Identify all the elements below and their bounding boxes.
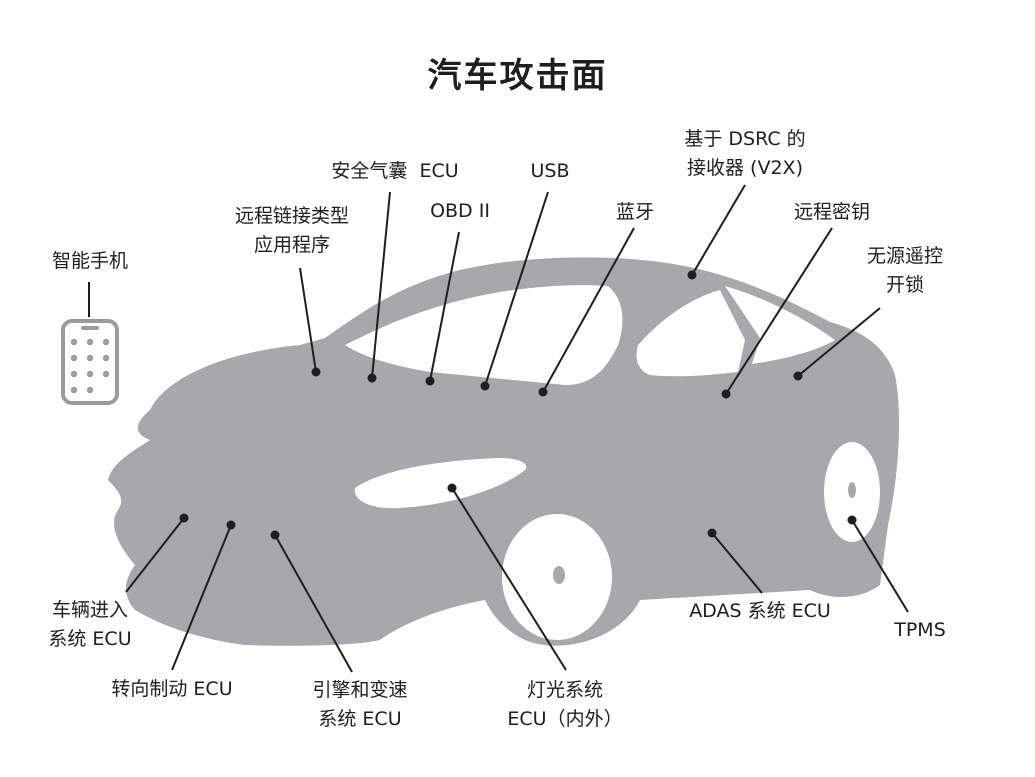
leader-tpms: [851, 519, 909, 613]
label-obd: OBD II: [430, 200, 490, 222]
leader-vehicle-entry: [125, 517, 185, 593]
smartphone-icon: [61, 319, 119, 405]
leader-remote-key: [725, 227, 833, 395]
leader-obd: [429, 231, 460, 382]
leader-airbag-ecu: [371, 191, 391, 379]
leader-steering-brake: [171, 524, 232, 671]
leader-lighting: [451, 487, 567, 671]
point-steering-brake: [226, 520, 236, 530]
point-airbag-ecu: [367, 373, 377, 383]
rear-wheel-hub: [848, 482, 856, 498]
leader-keyless: [797, 307, 881, 377]
leader-adas: [711, 532, 763, 594]
label-dsrc: 基于 DSRC 的 接收器 (V2X): [684, 128, 806, 179]
point-lighting: [447, 483, 457, 493]
point-adas: [707, 528, 717, 538]
page-title: 汽车攻击面: [427, 56, 608, 96]
leader-remote-link-app: [299, 267, 317, 373]
point-engine-trans: [270, 530, 280, 540]
label-adas: ADAS 系统 ECU: [689, 600, 831, 622]
car-side-intake: [354, 458, 527, 509]
leader-bluetooth: [542, 227, 635, 393]
point-obd: [425, 376, 435, 386]
point-vehicle-entry: [179, 513, 189, 523]
label-usb: USB: [530, 160, 570, 182]
point-dsrc: [687, 270, 697, 280]
label-bluetooth: 蓝牙: [615, 201, 654, 223]
point-usb: [480, 381, 490, 391]
car-silhouette-icon: [108, 257, 900, 646]
label-keyless: 无源遥控 开锁: [866, 245, 943, 296]
label-vehicle-entry: 车辆进入 系统 ECU: [48, 599, 132, 650]
label-remote-link-app: 远程链接类型 应用程序: [234, 205, 349, 256]
point-remote-key: [721, 389, 731, 399]
point-keyless: [793, 371, 803, 381]
car-front-window: [345, 285, 623, 385]
car-rear-window: [636, 290, 745, 377]
front-wheel-hub: [553, 566, 565, 584]
point-bluetooth: [538, 387, 548, 397]
label-tpms: TPMS: [894, 619, 946, 641]
label-airbag-ecu: 安全气囊 ECU: [331, 160, 459, 182]
label-steering-brake: 转向制动 ECU: [111, 678, 233, 700]
leader-engine-trans: [274, 534, 353, 673]
point-remote-link-app: [311, 367, 321, 377]
label-remote-key: 远程密钥: [793, 201, 870, 223]
label-lighting: 灯光系统 ECU（内外）: [507, 679, 623, 730]
point-tpms: [847, 515, 857, 525]
leader-usb: [484, 191, 549, 387]
label-smartphone: 智能手机: [51, 250, 128, 272]
label-engine-trans: 引擎和变速 系统 ECU: [312, 679, 408, 730]
leader-dsrc: [691, 184, 746, 276]
car-quarter-window: [725, 286, 835, 364]
